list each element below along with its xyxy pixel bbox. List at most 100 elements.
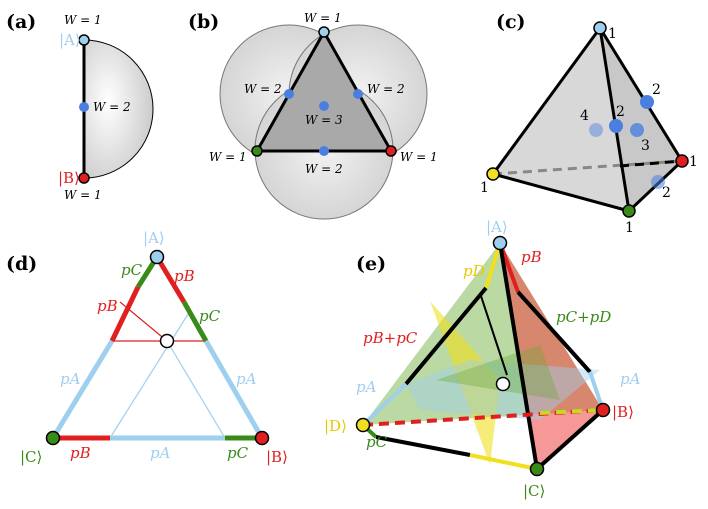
edge-D-C-yellow	[469, 453, 538, 471]
dot-2-face	[640, 95, 654, 109]
ket-A: |A⟩	[143, 229, 165, 247]
label-pC-left: pC	[121, 261, 143, 279]
vertex-bottom	[622, 204, 636, 218]
label-pD: pD	[463, 262, 485, 280]
weight-mid: W = 2	[93, 100, 131, 114]
vertex-C	[45, 430, 61, 446]
vertex-left	[486, 167, 500, 181]
edge-pC-right	[181, 300, 209, 343]
panel-d: (d) |A⟩ |B⟩ |C⟩ pC pB pB pC pA pA pB pA …	[6, 229, 288, 466]
ket-B: |B⟩	[58, 169, 80, 187]
edge-pD-top	[484, 242, 502, 289]
label-pB-upper-right: pB	[174, 267, 195, 285]
ket-C: |C⟩	[20, 448, 42, 466]
center-point	[159, 333, 175, 349]
label-pB-bottom: pB	[70, 444, 91, 462]
dot-left-mid	[284, 89, 294, 99]
label-front-2: 2	[616, 104, 625, 120]
dot-right-mid	[353, 89, 363, 99]
weight-left-mid: W = 2	[244, 82, 282, 96]
label-pA-right: pA	[620, 370, 641, 388]
label-pC-plus-pD: pC+pD	[556, 308, 611, 326]
edge-A-B-black	[516, 290, 592, 374]
edge-left-bottom	[492, 172, 630, 213]
label-pA-left: pA	[60, 370, 81, 388]
label-pC-bottom: pC	[227, 444, 249, 462]
vertex-A	[149, 249, 165, 265]
half-disk	[83, 39, 154, 179]
label-face-2: 2	[652, 82, 661, 98]
label-bottom: 1	[625, 220, 634, 236]
edge-pA-left	[50, 339, 115, 440]
vertex-apex	[593, 21, 607, 35]
ket-D: |D⟩	[324, 417, 347, 435]
edge-apex-left	[491, 27, 602, 175]
inner-line-pA-left	[109, 310, 191, 439]
weight-right-mid: W = 2	[367, 82, 405, 96]
vertex-right	[385, 145, 397, 157]
dot-3-inner	[630, 123, 644, 137]
dot-bottom-mid	[319, 146, 329, 156]
edge-pA-left	[361, 382, 408, 427]
ket-C: |C⟩	[523, 482, 545, 500]
vertex-C	[529, 461, 545, 477]
ket-A: |A⟩	[59, 31, 81, 49]
panel-label-e: (e)	[356, 253, 386, 275]
label-pA-bottom: pA	[150, 444, 171, 462]
vertex-left	[251, 145, 263, 157]
vertex-B	[595, 402, 611, 418]
label-pB: pB	[521, 248, 542, 266]
edge-apex-right	[598, 27, 684, 162]
dot-2-front	[609, 119, 623, 133]
dot-2-bottom	[651, 175, 665, 189]
edge-pB-right	[154, 255, 187, 304]
midpoint-dot	[79, 102, 89, 112]
label-left: 1	[480, 180, 489, 196]
panel-a: (a) W = 1 W = 2 W = 1 |A⟩ |B⟩	[6, 11, 154, 202]
edge-D-B-hidden-yellow	[539, 408, 604, 415]
panel-c: (c) 1 1 1 1 2 2 2 3 4	[480, 11, 698, 236]
label-bottom-2: 2	[662, 185, 671, 201]
vertex-top	[318, 26, 330, 38]
label-back-4: 4	[580, 108, 589, 124]
ket-B: |B⟩	[266, 448, 288, 466]
panel-label-b: (b)	[188, 11, 219, 33]
dot-center	[319, 101, 329, 111]
vertex-D	[355, 417, 371, 433]
label-apex: 1	[608, 26, 617, 42]
inner-edge	[479, 292, 508, 376]
hidden-edge-front	[619, 159, 683, 168]
label-pB-upper-left: pB	[97, 297, 118, 315]
label-pC: pC	[366, 433, 388, 451]
edge-D-C-black	[375, 435, 471, 457]
panel-label-d: (d)	[6, 253, 37, 275]
label-right: 1	[689, 154, 698, 170]
label-pA-left: pA	[356, 378, 377, 396]
weight-center: W = 3	[305, 113, 343, 127]
vertex-right	[675, 154, 689, 168]
plane-yellow	[430, 301, 500, 465]
weight-top: W = 1	[304, 11, 342, 25]
inner-line-pA-right	[166, 340, 226, 439]
weight-bottom-right: W = 1	[400, 150, 438, 164]
label-pA-right: pA	[236, 370, 257, 388]
vertex-A	[78, 34, 90, 46]
vertex-B	[78, 172, 90, 184]
face-front-left	[493, 28, 629, 211]
label-pC-right: pC	[199, 307, 221, 325]
weight-bottom-mid: W = 2	[305, 162, 343, 176]
panel-e: (e) |A⟩ |B⟩ |C⟩ |D⟩ pD pB pB+pC p	[324, 218, 641, 500]
label-pB-plus-pC: pB+pC	[363, 329, 418, 347]
center-point	[495, 376, 511, 392]
ket-B: |B⟩	[612, 403, 634, 421]
vertex-A	[492, 235, 508, 251]
panel-label-a: (a)	[6, 11, 36, 33]
edge-C-B	[535, 408, 605, 471]
panel-label-c: (c)	[496, 11, 526, 33]
edge-pB-left	[109, 285, 141, 343]
plane-green-inner	[436, 345, 560, 400]
edge-A-D-black	[404, 286, 488, 386]
panel-b: (b) W = 1 W = 2 W = 2 W = 3 W = 2 W = 1 …	[188, 11, 438, 220]
label-inner-3: 3	[641, 138, 650, 154]
